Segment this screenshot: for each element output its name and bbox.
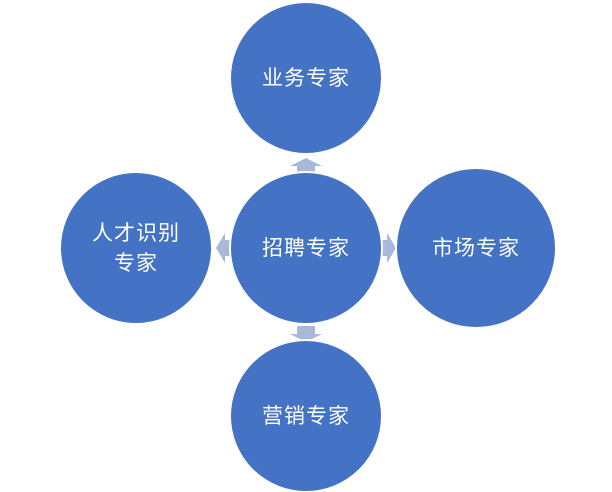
node-right-circle [395, 167, 557, 329]
node-center-label: 招聘专家 [262, 236, 350, 260]
arrow-left [216, 233, 232, 263]
arrow-up [290, 158, 322, 174]
node-center-circle [229, 171, 383, 325]
node-bottom-circle [229, 339, 383, 492]
arrow-right [380, 233, 396, 263]
node-bottom-label: 营销专家 [262, 404, 350, 428]
node-top-circle [229, 1, 383, 155]
node-left-label: 人才识别 专家 [92, 221, 180, 275]
node-right-label: 市场专家 [432, 236, 520, 260]
node-left-circle [59, 171, 213, 325]
arrow-down [290, 326, 322, 342]
node-top-label: 业务专家 [262, 66, 350, 90]
